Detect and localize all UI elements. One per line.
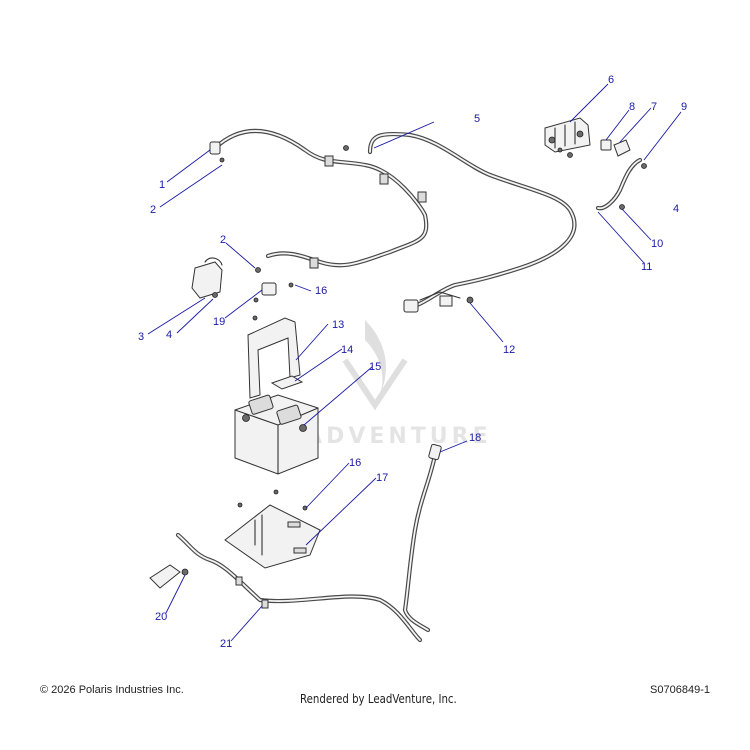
rendered-by-text: Rendered by LeadVenture, Inc. bbox=[300, 692, 457, 706]
callout-13: 13 bbox=[332, 319, 344, 331]
callout-3: 3 bbox=[138, 331, 144, 343]
callout-20: 20 bbox=[155, 611, 167, 623]
callout-8: 8 bbox=[629, 101, 635, 113]
callout-12: 12 bbox=[503, 344, 515, 356]
callout-21: 21 bbox=[220, 638, 232, 650]
battery-bracket bbox=[247, 315, 301, 399]
callout-2b: 2 bbox=[220, 234, 226, 246]
battery-pad bbox=[270, 375, 304, 390]
upper-cable-harness bbox=[209, 128, 577, 313]
left-relay bbox=[191, 257, 294, 303]
callout-4a: 4 bbox=[166, 329, 172, 341]
callout-18: 18 bbox=[469, 432, 481, 444]
callout-16b: 16 bbox=[349, 457, 361, 469]
callout-19: 19 bbox=[213, 316, 225, 328]
callout-1: 1 bbox=[159, 179, 165, 191]
callout-7: 7 bbox=[651, 101, 657, 113]
callout-5: 5 bbox=[474, 113, 480, 125]
battery-tray bbox=[224, 489, 321, 569]
callout-14: 14 bbox=[341, 344, 353, 356]
ground-cable bbox=[595, 157, 647, 211]
callout-16a: 16 bbox=[315, 285, 327, 297]
callouts: 1 2 2 3 4 4 5 6 7 8 9 10 11 12 13 14 15 … bbox=[138, 74, 687, 650]
callout-15: 15 bbox=[369, 361, 381, 373]
relay-block bbox=[544, 117, 631, 158]
watermark bbox=[342, 320, 408, 411]
callout-11: 11 bbox=[641, 261, 652, 273]
callout-17: 17 bbox=[376, 472, 388, 484]
lower-cable bbox=[149, 443, 442, 643]
callout-6: 6 bbox=[608, 74, 614, 86]
battery bbox=[234, 394, 319, 475]
callout-2a: 2 bbox=[150, 204, 156, 216]
figure-id: S0706849-1 bbox=[650, 684, 710, 696]
callout-9: 9 bbox=[681, 101, 687, 113]
copyright-text: © 2026 Polaris Industries Inc. bbox=[40, 684, 184, 696]
callout-4b: 4 bbox=[673, 203, 679, 215]
callout-10: 10 bbox=[651, 238, 663, 250]
leader-lines bbox=[147, 83, 682, 642]
